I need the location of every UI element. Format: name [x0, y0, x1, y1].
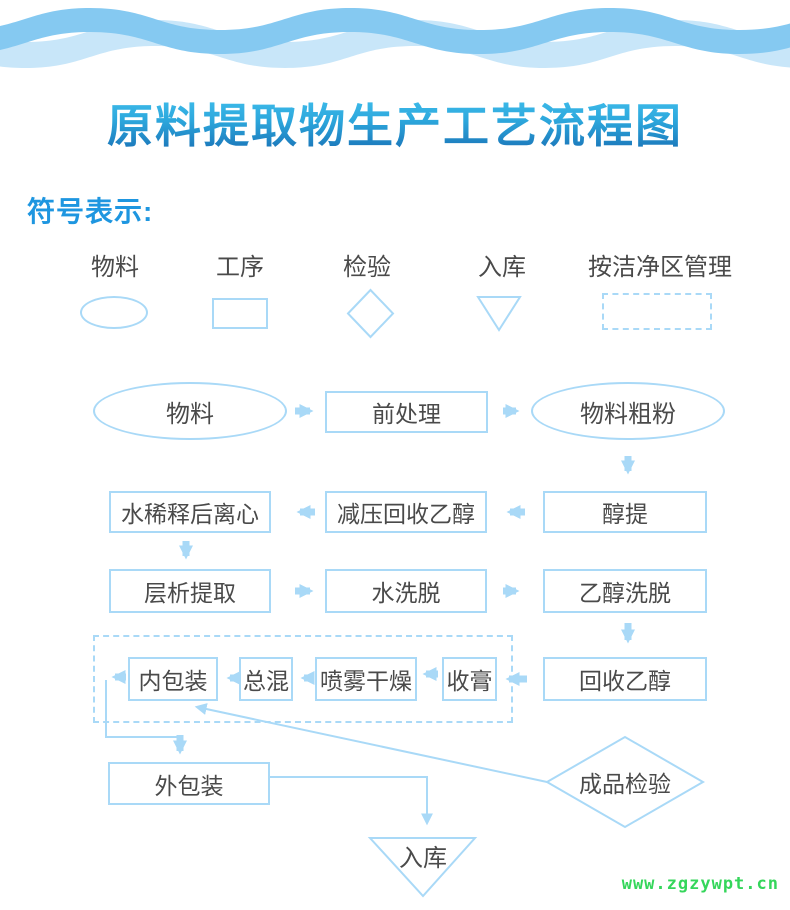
watermark-text: www.zgzywpt.cn — [621, 874, 779, 894]
legend-rect-icon — [212, 298, 268, 329]
legend-label-material: 物料 — [91, 254, 139, 281]
node-spray-drying: 喷雾干燥 — [315, 657, 417, 701]
clean-area-boundary — [93, 635, 513, 723]
node-outer-packaging: 外包装 — [108, 762, 270, 805]
node-inner-packaging: 内包装 — [128, 657, 218, 701]
node-ethanol-elution: 乙醇洗脱 — [543, 569, 707, 613]
node-ethanol-extraction: 醇提 — [543, 491, 707, 533]
legend-dashed-rect-icon — [602, 293, 712, 330]
legend-ellipse-icon — [80, 296, 148, 329]
page-title: 原料提取物生产工艺流程图 — [0, 90, 790, 156]
node-total-mixing: 总混 — [239, 657, 293, 701]
node-product-inspection: 成品检验 — [579, 771, 671, 797]
legend-triangle-down-icon — [476, 296, 522, 332]
legend-label-clean-area: 按洁净区管理 — [588, 254, 732, 281]
node-paste-collection: 收膏 — [442, 657, 497, 701]
legend-diamond-icon — [346, 288, 395, 339]
node-water-elution: 水洗脱 — [325, 569, 487, 613]
node-pretreatment: 前处理 — [325, 391, 488, 433]
node-dilute-centrifuge: 水稀释后离心 — [109, 491, 271, 533]
legend-label-warehousing: 入库 — [478, 254, 526, 281]
node-chromatography: 层析提取 — [109, 569, 271, 613]
node-material: 物料 — [93, 382, 287, 440]
node-coarse-powder: 物料粗粉 — [531, 382, 725, 440]
legend-label-process: 工序 — [216, 254, 264, 281]
header-wave-decoration — [0, 8, 790, 68]
node-vacuum-recover-ethanol: 减压回收乙醇 — [325, 491, 487, 533]
node-warehousing: 入库 — [399, 844, 447, 872]
legend-heading: 符号表示: — [27, 196, 154, 227]
legend-label-inspection: 检验 — [343, 254, 391, 281]
node-recover-ethanol: 回收乙醇 — [543, 657, 707, 701]
